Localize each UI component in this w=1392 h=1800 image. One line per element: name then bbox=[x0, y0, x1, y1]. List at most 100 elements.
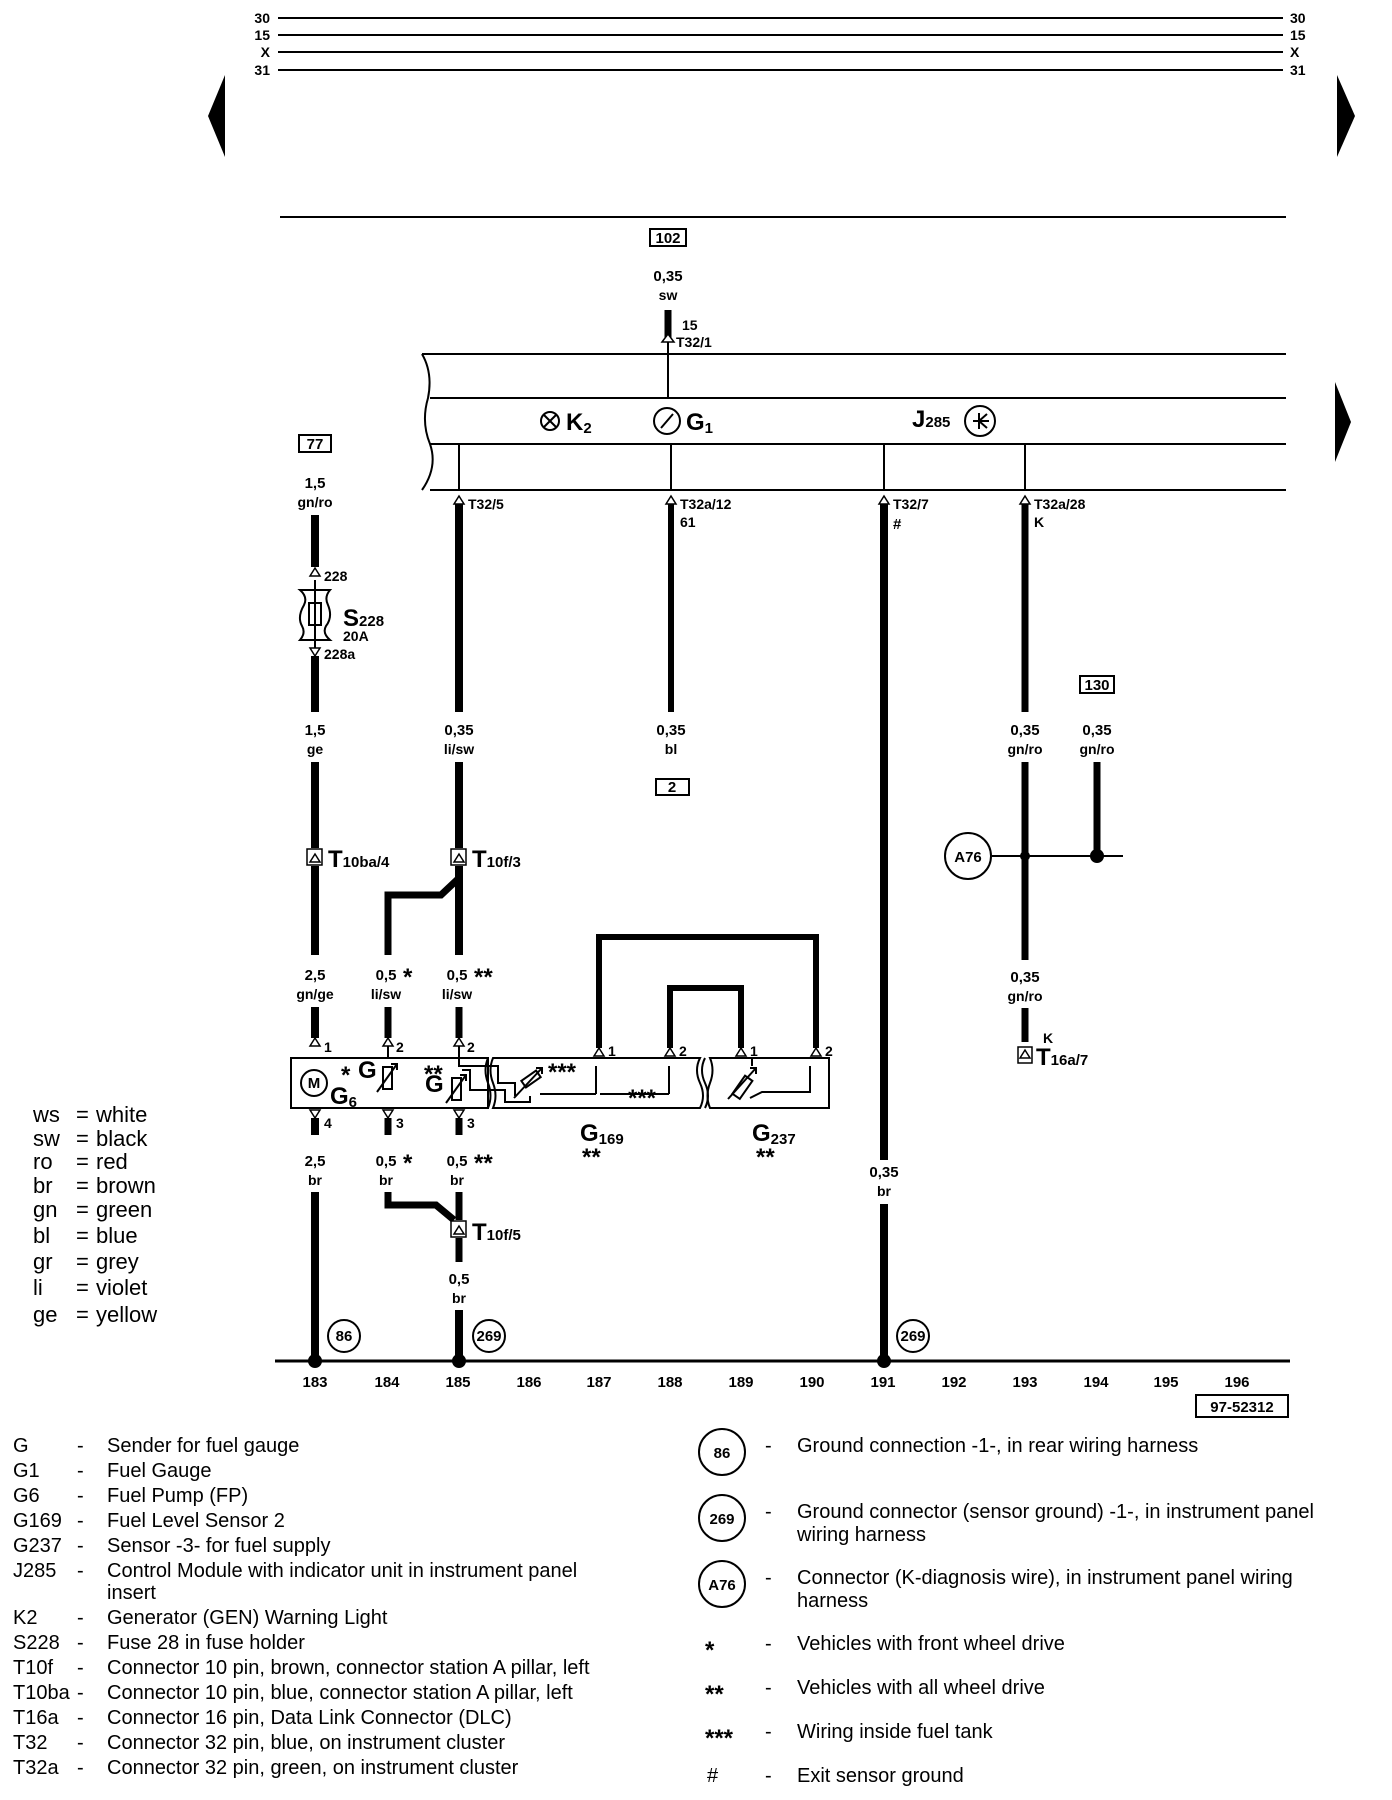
wire-size-br-b: 0,5 bbox=[376, 1153, 397, 1170]
legend-symbol: ** bbox=[705, 1681, 724, 1708]
wire-size-ge: 1,5 bbox=[305, 722, 326, 739]
legend-dash: - bbox=[77, 1485, 84, 1507]
wire-color-gnge: gn/ge bbox=[296, 986, 334, 1002]
sender-g-awd-icon bbox=[445, 1074, 467, 1104]
legend-dash: - bbox=[765, 1633, 772, 1655]
mark-br-b: * bbox=[403, 1150, 413, 1177]
legend-desc: Vehicles with all wheel drive bbox=[797, 1677, 1045, 1699]
mark-g-awd: ** bbox=[424, 1061, 443, 1088]
legend-desc-cont: insert bbox=[107, 1582, 156, 1604]
fuse-s228-icon bbox=[297, 580, 333, 651]
track-195: 195 bbox=[1153, 1374, 1178, 1391]
legend-desc: Connector (K-diagnosis wire), in instrum… bbox=[797, 1567, 1293, 1589]
ground-86: 86 bbox=[336, 1328, 353, 1345]
color-name: green bbox=[96, 1197, 152, 1222]
wire-loop-inner bbox=[667, 985, 744, 1048]
legend-desc-cont: harness bbox=[797, 1590, 868, 1612]
pin-g-awd-2: 2 bbox=[467, 1039, 475, 1055]
color-eq: = bbox=[76, 1126, 89, 1151]
legend-ground-269-icon bbox=[698, 1494, 746, 1542]
power-rails bbox=[278, 17, 1283, 71]
pin-g-awd-3: 3 bbox=[467, 1115, 475, 1131]
pin-t32-7: T32/7 bbox=[893, 496, 929, 512]
connector-t10ba4: T10ba/4 bbox=[328, 846, 390, 873]
color-code: ro bbox=[33, 1149, 53, 1174]
component-g-awd: G bbox=[425, 1071, 444, 1098]
wire-color-lisw-b: li/sw bbox=[442, 986, 472, 1002]
color-name: white bbox=[95, 1102, 147, 1127]
color-legend: ws = white sw = black ro = red br = brow… bbox=[32, 1102, 157, 1327]
track-191: 191 bbox=[870, 1374, 895, 1391]
ground-269-b-icon bbox=[896, 1319, 930, 1353]
mark-lisw-b: ** bbox=[474, 964, 493, 991]
legend-desc: Connector 32 pin, green, on instrument c… bbox=[107, 1757, 519, 1779]
legend-code: T10f bbox=[13, 1657, 53, 1679]
mark-br-c: ** bbox=[474, 1150, 493, 1177]
pin-15: 15 bbox=[682, 317, 698, 333]
color-code: sw bbox=[33, 1126, 60, 1151]
color-eq: = bbox=[76, 1197, 89, 1222]
pin-t32a-12: T32a/12 bbox=[680, 496, 732, 512]
pin-hash: # bbox=[893, 516, 902, 533]
wire-color-77: gn/ro bbox=[298, 494, 333, 510]
wire-merge-fwd bbox=[384, 1192, 457, 1223]
legend-symbol: 269 bbox=[709, 1511, 734, 1528]
legend-code: G169 bbox=[13, 1510, 62, 1532]
wire-size-gnro1: 0,35 bbox=[1010, 722, 1039, 739]
pin-g237-2: 2 bbox=[825, 1043, 833, 1059]
ref-2-box bbox=[655, 778, 690, 796]
legend-code: T32a bbox=[13, 1757, 59, 1779]
legend-code: G237 bbox=[13, 1535, 62, 1557]
wire-color-br-c: br bbox=[450, 1172, 465, 1188]
legend-dash: - bbox=[765, 1721, 772, 1743]
wire-size-lisw-a: 0,5 bbox=[376, 967, 397, 984]
legend-dash: - bbox=[77, 1607, 84, 1629]
rail-label-30-right: 30 bbox=[1290, 10, 1306, 26]
pin-228a: 228a bbox=[324, 646, 355, 662]
wire-size-br-c: 0,5 bbox=[447, 1153, 468, 1170]
track-189: 189 bbox=[728, 1374, 753, 1391]
legend-code: J285 bbox=[13, 1560, 56, 1582]
track-185: 185 bbox=[445, 1374, 470, 1391]
legend-dash: - bbox=[765, 1677, 772, 1699]
legend-dash: - bbox=[77, 1560, 84, 1582]
wire-color-bl: bl bbox=[665, 741, 677, 757]
legend-desc: Connector 16 pin, Data Link Connector (D… bbox=[107, 1707, 512, 1729]
rail-label-x-right: X bbox=[1290, 44, 1300, 60]
legend-symbol: # bbox=[707, 1765, 719, 1787]
legend-desc: Vehicles with front wheel drive bbox=[797, 1633, 1065, 1655]
mark-g-fwd: * bbox=[341, 1062, 351, 1089]
fuse-ref-130: 130 bbox=[1084, 677, 1109, 694]
track-193: 193 bbox=[1012, 1374, 1037, 1391]
pin-61: 61 bbox=[680, 514, 696, 530]
legend-code: T16a bbox=[13, 1707, 59, 1729]
color-eq: = bbox=[76, 1223, 89, 1248]
wire-color-lisw-a: li/sw bbox=[371, 986, 401, 1002]
page-left-arrow-icon bbox=[208, 75, 225, 157]
color-eq: = bbox=[76, 1173, 89, 1198]
pin-g-fwd-3: 3 bbox=[396, 1115, 404, 1131]
wire-color-gnro3: gn/ro bbox=[1008, 988, 1043, 1004]
component-j285: J285 bbox=[912, 406, 950, 433]
cluster-right-arrow-icon bbox=[1335, 382, 1351, 462]
warning-lamp-icon bbox=[540, 411, 560, 431]
legend-desc: Connector 10 pin, blue, connector statio… bbox=[107, 1682, 573, 1704]
track-187: 187 bbox=[586, 1374, 611, 1391]
color-code: gn bbox=[33, 1197, 57, 1222]
legend-symbol: A76 bbox=[708, 1577, 736, 1594]
track-numbers: 183 184 185 186 187 188 189 190 191 192 … bbox=[302, 1374, 1249, 1391]
diagram-id: 97-52312 bbox=[1210, 1399, 1273, 1416]
legend-dash: - bbox=[77, 1535, 84, 1557]
track-188: 188 bbox=[657, 1374, 682, 1391]
legend-desc: Wiring inside fuel tank bbox=[797, 1721, 994, 1743]
color-name: brown bbox=[96, 1173, 156, 1198]
track-186: 186 bbox=[516, 1374, 541, 1391]
legend-dash: - bbox=[77, 1682, 84, 1704]
component-s228: S228 bbox=[343, 605, 384, 632]
mark-g169-top: *** bbox=[548, 1059, 577, 1086]
legend-code: S228 bbox=[13, 1632, 60, 1654]
wire-color-top: sw bbox=[659, 287, 678, 303]
fuse-ref-77-box bbox=[298, 434, 332, 453]
legend-desc: Fuse 28 in fuse holder bbox=[107, 1632, 305, 1654]
fuse-ref-77: 77 bbox=[307, 436, 324, 453]
